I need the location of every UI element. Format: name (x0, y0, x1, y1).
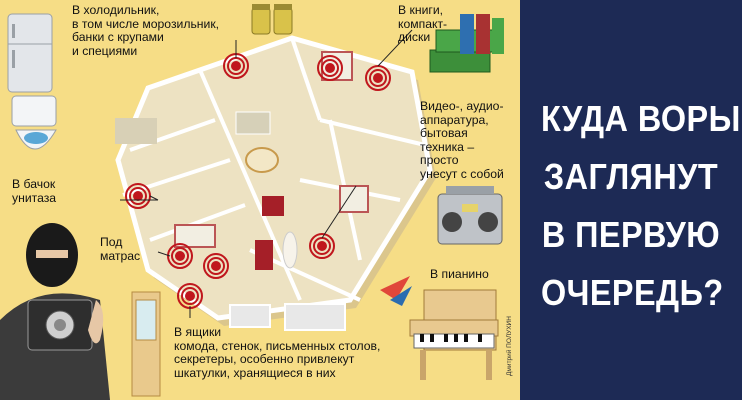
author-credit: Дмитрий ПОЛУХИН (506, 316, 513, 376)
marker-drawers (177, 283, 203, 309)
caption-drawers: В ящики комода, стенок, письменных столо… (174, 325, 381, 380)
floor-plan-illustration (0, 4, 504, 400)
fridge-icon (7, 13, 53, 93)
marker-books-2 (365, 65, 391, 91)
caption-piano: В пианино (430, 267, 489, 281)
books-icon (429, 14, 504, 73)
headline-line-1: КУДА ВОРЫ (541, 98, 741, 139)
bird-logo (380, 276, 412, 306)
marker-books (317, 55, 343, 81)
jars-icon (251, 4, 293, 35)
illustration-area: В холодильник, в том числе морозильник, … (0, 0, 520, 400)
headline-line-2: ЗАГЛЯНУТ (543, 156, 719, 197)
headline-line-4: ОЧЕРЕДЬ? (541, 272, 724, 313)
caption-fridge: В холодильник, в том числе морозильник, … (72, 3, 220, 58)
caption-books: В книги, компакт- диски (398, 3, 448, 44)
caption-toilet: В бачок унитаза (12, 177, 57, 205)
caption-mattress: Под матрас (100, 235, 141, 263)
toilet-icon (11, 95, 57, 150)
marker-mattress-2 (203, 253, 229, 279)
headline-panel: КУДА ВОРЫ ЗАГЛЯНУТ В ПЕРВУЮ ОЧЕРЕДЬ? (520, 0, 742, 400)
marker-electronics (309, 233, 335, 259)
marker-mattress (167, 243, 193, 269)
headline-line-3: В ПЕРВУЮ (541, 214, 721, 255)
headline: КУДА ВОРЫ ЗАГЛЯНУТ В ПЕРВУЮ ОЧЕРЕДЬ? (520, 0, 742, 400)
caption-electronics: Видео-, аудио- аппаратура, бытовая техни… (420, 99, 504, 181)
cabinet-icon (131, 291, 161, 397)
boombox-icon (437, 186, 503, 245)
marker-toilet (125, 183, 151, 209)
house-floor (115, 35, 433, 321)
target-markers (125, 53, 391, 309)
burglar-icon (0, 223, 110, 400)
piano-icon (409, 289, 499, 380)
